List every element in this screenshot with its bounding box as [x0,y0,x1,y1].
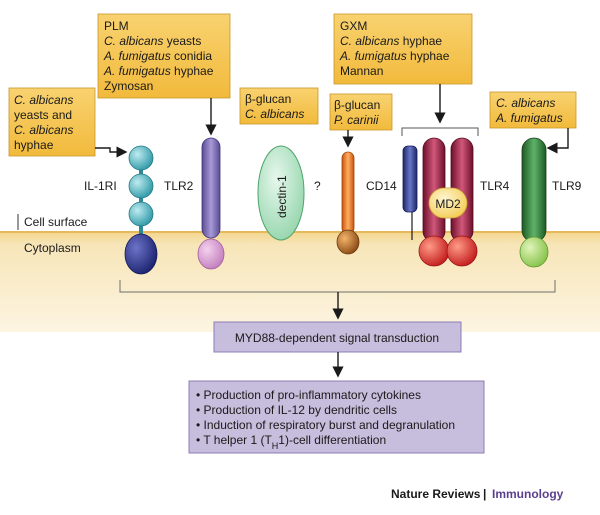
journal-section: Immunology [492,487,564,501]
md2-protein: MD2 [428,187,468,219]
svg-text:β-glucan: β-glucan [334,98,380,112]
outcomes-box: • Production of pro-inflammatory cytokin… [188,380,485,454]
svg-text:A. fumigatus: A. fumigatus [495,111,563,125]
svg-text:β-glucan: β-glucan [245,92,291,106]
receptor-unknown [336,151,360,255]
svg-text:yeasts and: yeasts and [14,108,72,122]
journal-separator: | [483,487,486,501]
outcome-item-3: • Induction of respiratory burst and deg… [196,418,455,432]
cytoplasm-band [0,232,600,332]
unknown-label: ? [314,179,321,193]
svg-text:A. fumigatus conidia: A. fumigatus conidia [103,49,212,63]
cd14-label: CD14 [366,179,397,193]
md2-label: MD2 [435,197,461,211]
receptor-tlr9 [519,137,549,268]
receptor-il1ri [124,145,158,275]
receptor-cd14 [402,145,418,240]
tlr9-label: TLR9 [552,179,582,193]
outcome-item-2: • Production of IL-12 by dendritic cells [196,403,397,417]
ligand-box-il1ri: C. albicans yeasts and C. albicans hypha… [8,87,96,157]
journal-name: Nature Reviews [391,487,481,501]
tlr4-bracket [401,127,479,136]
ligand-box-dectin1: β-glucan C. albicans [239,87,319,125]
signal-box: MYD88-dependent signal transduction [213,321,462,353]
arrow-il1ri [95,146,128,158]
journal-credit: Nature Reviews | Immunology [391,487,564,501]
outcome-item-1: • Production of pro-inflammatory cytokin… [196,388,421,402]
ligand-box-unknown: β-glucan P. carinii [329,93,393,131]
il1ri-label: IL-1RI [84,179,117,193]
ligand-box-tlr9: C. albicans A. fumigatus [489,91,577,129]
receptor-dectin1: dectin-1 [257,145,305,241]
ligand-box-tlr2: PLM C. albicans yeasts A. fumigatus coni… [97,13,231,99]
tlr4-label: TLR4 [480,179,510,193]
svg-text:C. albicans: C. albicans [14,93,73,107]
ligand-box-tlr4: GXM C. albicans hyphae A. fumigatus hyph… [333,13,473,85]
cytoplasm-label: Cytoplasm [24,241,81,255]
svg-text:GXM: GXM [340,19,367,33]
tlr2-label: TLR2 [164,179,194,193]
svg-text:C. albicans hyphae: C. albicans hyphae [340,34,442,48]
arrow-tlr9 [546,128,569,154]
svg-text:P. carinii: P. carinii [334,113,379,127]
svg-text:Mannan: Mannan [340,64,383,78]
cell-surface-label: Cell surface [24,215,88,229]
svg-text:C. albicans: C. albicans [245,107,304,121]
dectin1-label: dectin-1 [275,175,289,218]
svg-text:hyphae: hyphae [14,138,54,152]
svg-text:C. albicans: C. albicans [496,96,555,110]
svg-text:Zymosan: Zymosan [104,79,153,93]
svg-text:A. fumigatus hyphae: A. fumigatus hyphae [339,49,450,63]
receptor-tlr4: MD2 [418,137,478,267]
svg-text:C. albicans: C. albicans [14,123,73,137]
signal-label: MYD88-dependent signal transduction [235,331,439,345]
receptor-tlr2 [197,137,225,270]
outcome-item-4: • T helper 1 (TH1)-cell differentiation [196,433,386,451]
svg-text:C. albicans yeasts: C. albicans yeasts [104,34,201,48]
svg-text:A. fumigatus hyphae: A. fumigatus hyphae [103,64,214,78]
svg-text:PLM: PLM [104,19,129,33]
